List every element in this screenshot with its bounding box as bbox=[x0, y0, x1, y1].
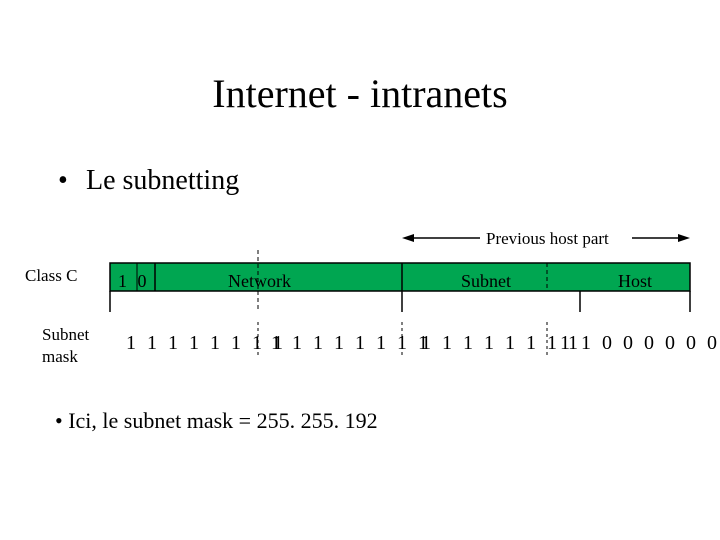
class-prefix-bits: 1 0 bbox=[118, 271, 150, 291]
mask-octet-1: 1 1 1 1 1 1 1 1 bbox=[126, 332, 286, 354]
mask-octet-3: 1 1 1 1 1 1 1 1 bbox=[421, 332, 581, 354]
mask-octet-4: 1 1 0 0 0 0 0 0 bbox=[560, 332, 720, 354]
mask-octet-2: 1 1 1 1 1 1 1 1 bbox=[271, 332, 431, 354]
slide-title: Internet - intranets bbox=[212, 71, 508, 116]
bullet-subnetting: • Le subnetting bbox=[58, 164, 239, 198]
subnet-field-label: Subnet bbox=[461, 271, 512, 291]
class-c-box bbox=[109, 262, 691, 292]
previous-host-part-arrow bbox=[402, 234, 690, 242]
subnet-mask-label: Subnet mask bbox=[42, 325, 90, 366]
bullet-marker: • bbox=[58, 165, 68, 196]
bullet-text: Le subnetting bbox=[86, 165, 240, 196]
host-field-label: Host bbox=[618, 271, 653, 291]
bullet-subnet-mask-value: • Ici, le subnet mask = 255. 255. 192 bbox=[55, 408, 378, 433]
class-c-label: Class C bbox=[25, 266, 78, 285]
network-field-label: Network bbox=[228, 271, 291, 291]
previous-host-part-label: Previous host part bbox=[486, 229, 609, 248]
